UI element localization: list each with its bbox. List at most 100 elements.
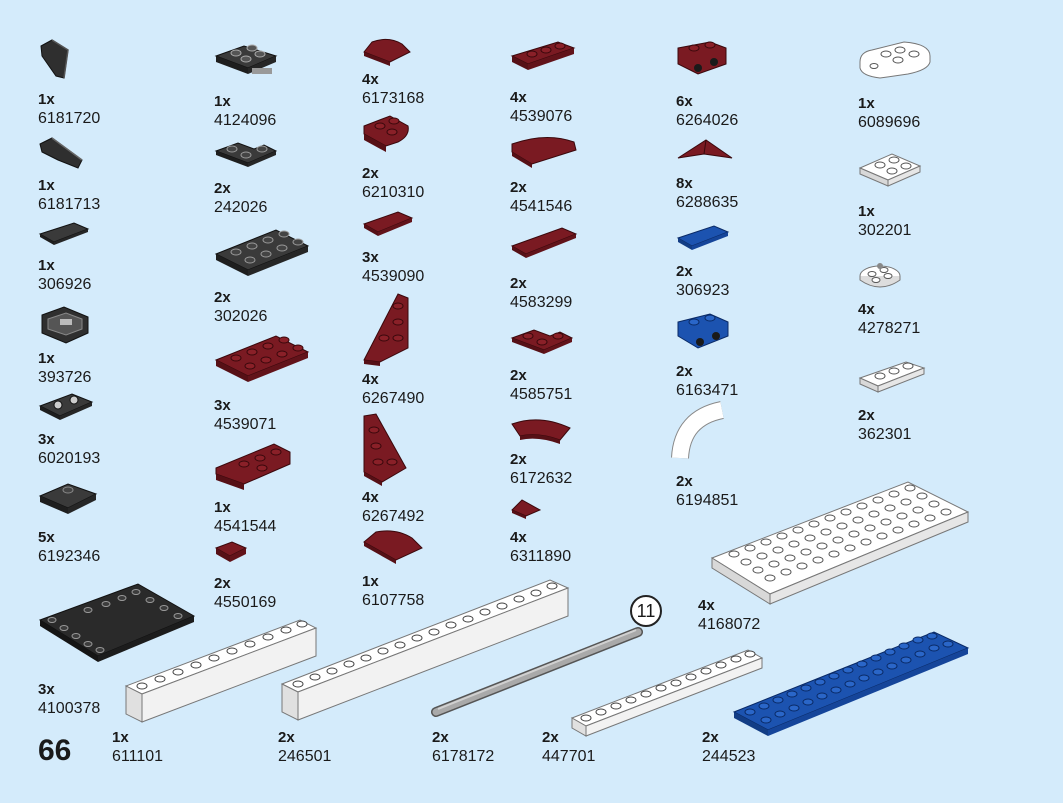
part-quantity: 5x xyxy=(38,529,55,546)
step-number-callout: 11 xyxy=(630,595,662,627)
part-plate-corner-icon xyxy=(510,329,574,354)
part-brick-icon xyxy=(124,619,318,723)
part-number: 6267490 xyxy=(362,390,425,407)
part-item: 2x 362301 xyxy=(858,360,978,480)
part-quantity: 2x xyxy=(214,289,231,306)
part-wheel-holder-icon xyxy=(214,44,278,74)
part-quantity: 2x xyxy=(702,729,719,746)
part-quantity: 4x xyxy=(698,597,715,614)
part-item: 2x 302026 xyxy=(214,224,334,344)
part-quantity: 1x xyxy=(362,573,379,590)
part-bracket-icon xyxy=(677,41,727,75)
part-item: 1x 393726 xyxy=(38,305,158,425)
part-number: 6089696 xyxy=(858,114,921,131)
part-wedge-tile-icon xyxy=(677,139,733,159)
page-number: 66 xyxy=(38,734,72,767)
part-quantity: 4x xyxy=(510,529,527,546)
part-number: 393726 xyxy=(38,369,92,386)
part-bar-icon xyxy=(431,627,643,717)
part-number: 4550169 xyxy=(214,594,277,611)
part-plate-icon xyxy=(214,229,310,276)
part-quantity: 1x xyxy=(214,93,231,110)
part-quantity: 1x xyxy=(858,203,875,220)
part-quantity: 1x xyxy=(112,729,129,746)
part-tile-triangle-icon xyxy=(511,499,542,519)
part-number: 6172632 xyxy=(510,470,573,487)
part-plate-round-corner-icon xyxy=(363,115,409,152)
part-quantity: 2x xyxy=(858,407,875,424)
part-number: 611101 xyxy=(112,748,164,765)
part-quantity: 1x xyxy=(38,177,55,194)
part-item: 1x 4124096 xyxy=(214,42,334,162)
part-number: 6192346 xyxy=(38,548,101,565)
part-item: 1x 6181720 xyxy=(38,38,158,158)
part-number: 6288635 xyxy=(676,194,739,211)
part-number: 4539090 xyxy=(362,268,425,285)
part-quantity: 3x xyxy=(362,249,379,266)
part-item: 1x 6107758 xyxy=(362,528,482,648)
part-quantity: 6x xyxy=(676,93,693,110)
part-quantity: 1x xyxy=(38,350,55,367)
part-number: 4124096 xyxy=(214,112,277,129)
part-plate-icon xyxy=(858,361,926,393)
part-quantity: 2x xyxy=(214,180,231,197)
part-number: 362301 xyxy=(858,426,912,443)
part-number: 4278271 xyxy=(858,320,921,337)
part-item: 1x 306926 xyxy=(38,220,158,340)
part-tile-plate-icon xyxy=(38,583,196,662)
part-tube-curved-icon xyxy=(671,401,725,459)
part-number: 4541546 xyxy=(510,198,573,215)
part-number: 6181720 xyxy=(38,110,101,127)
part-number: 4168072 xyxy=(698,616,761,633)
part-item: 4x 6173168 xyxy=(362,36,482,156)
part-wedge-icon xyxy=(39,137,83,169)
part-number: 4585751 xyxy=(510,386,573,403)
part-number: 306926 xyxy=(38,276,92,293)
part-item: 2x 6178172 xyxy=(431,626,652,765)
part-quantity: 3x xyxy=(38,431,55,448)
part-quantity: 2x xyxy=(432,729,449,746)
part-quantity: 2x xyxy=(278,729,295,746)
part-plate-round-icon xyxy=(859,41,931,79)
part-tile-icon xyxy=(676,225,730,250)
part-quantity: 4x xyxy=(510,89,527,106)
part-number: 6210310 xyxy=(362,184,425,201)
part-number: 242026 xyxy=(214,199,268,216)
part-item: 1x 611101 xyxy=(112,618,322,765)
part-number: 6181713 xyxy=(38,196,101,213)
part-quantity: 4x xyxy=(362,71,379,88)
part-quantity: 1x xyxy=(38,91,55,108)
part-number: 6107758 xyxy=(362,592,425,609)
part-brick-icon xyxy=(280,579,570,721)
part-number: 6194851 xyxy=(676,492,739,509)
part-plate-clips-icon xyxy=(38,393,94,420)
part-quantity: 2x xyxy=(510,179,527,196)
part-plate-icon xyxy=(214,335,310,382)
part-quantity: 1x xyxy=(38,257,55,274)
part-plate-corner-icon xyxy=(214,142,278,167)
part-number: 302026 xyxy=(214,308,268,325)
part-number: 6173168 xyxy=(362,90,425,107)
part-number: 6178172 xyxy=(432,748,495,765)
part-slope-icon xyxy=(363,530,423,564)
part-tile-icon xyxy=(214,541,248,562)
part-number: 6267492 xyxy=(362,508,425,525)
part-item: 5x 6192346 xyxy=(38,478,158,598)
part-plate-icon xyxy=(858,153,922,187)
part-number: 6163471 xyxy=(676,382,739,399)
part-item: 3x 4539090 xyxy=(362,208,482,328)
part-quantity: 2x xyxy=(542,729,559,746)
